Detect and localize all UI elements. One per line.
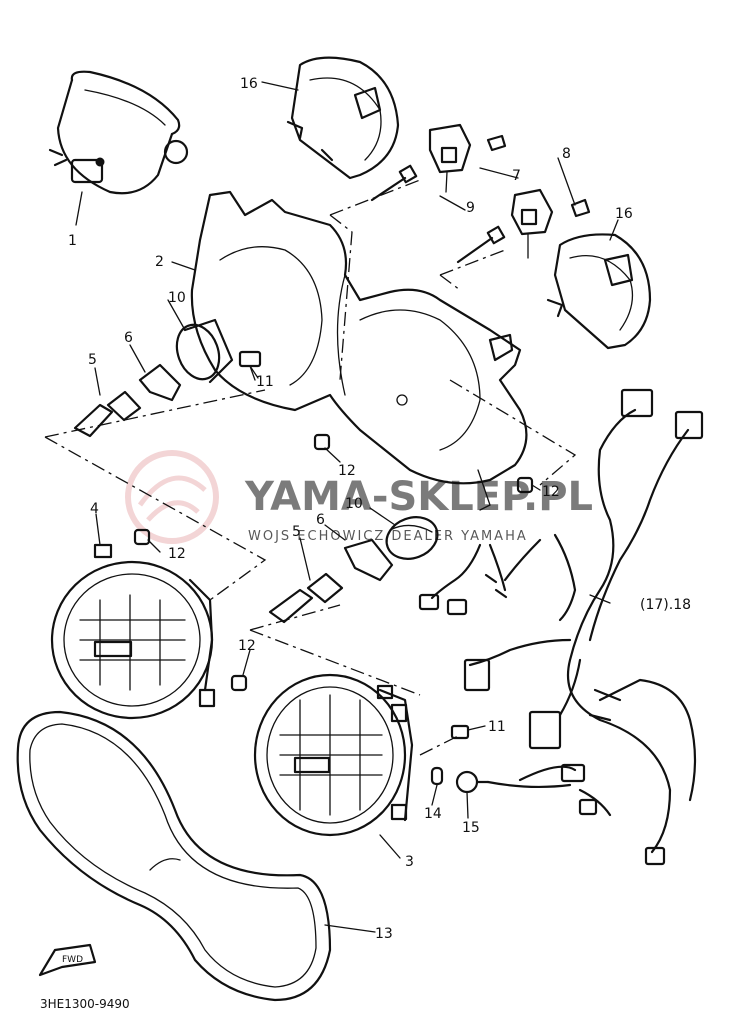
callout-13: 13 [375,926,393,942]
callout-12c: 12 [168,546,186,562]
gauge-meter [48,70,189,226]
light-ring-upper [286,56,400,180]
leader-lines [94,81,619,933]
callout-17-18: (17).18 [640,597,691,613]
headlight-bulbs [73,390,344,624]
wiring-harness [418,388,704,866]
bulb-socket-upper [175,318,234,384]
callout-labels: 1 2 3 4 5 5 6 6 7 8 9 10 10 11 11 12 12 … [68,76,691,942]
callout-14: 14 [424,806,442,822]
callout-11a: 11 [256,374,274,390]
headlamp-right [253,673,414,837]
callout-5b: 5 [292,524,301,540]
callout-5a: 5 [88,352,97,368]
bulb-clips [138,363,394,582]
callout-12a: 12 [338,463,356,479]
assembly-lines [44,179,577,756]
callout-12d: 12 [238,638,256,654]
watermark-logo [125,450,219,544]
callout-3: 3 [405,854,414,870]
callout-4: 4 [90,501,99,517]
callout-2: 2 [155,254,164,270]
pilot-lamp-and-socket [430,724,490,794]
callout-8: 8 [562,146,571,162]
headlamp-left [50,543,216,720]
callout-9: 9 [466,200,475,216]
callout-12b: 12 [542,484,560,500]
callout-10a: 10 [168,290,186,306]
callout-16b: 16 [615,206,633,222]
part-code: 3HE1300-9490 [40,997,130,1011]
front-arrow-icon: FWD [38,943,97,977]
callout-1: 1 [68,233,77,249]
watermark-title: YAMA-SKLEP.PL [244,474,593,520]
mount-brackets [428,123,591,259]
bulb-socket-lower [385,516,439,560]
callout-10b: 10 [345,496,363,512]
callout-7: 7 [512,168,521,184]
callout-11b: 11 [488,719,506,735]
light-ring-right [546,233,652,350]
callout-6b: 6 [316,512,325,528]
callout-16a: 16 [240,76,258,92]
front-arrow-label: FWD [62,955,83,965]
mounting-bolts [370,164,506,264]
callout-15: 15 [462,820,480,836]
callout-6a: 6 [124,330,133,346]
headlight-bezel [16,710,332,1002]
